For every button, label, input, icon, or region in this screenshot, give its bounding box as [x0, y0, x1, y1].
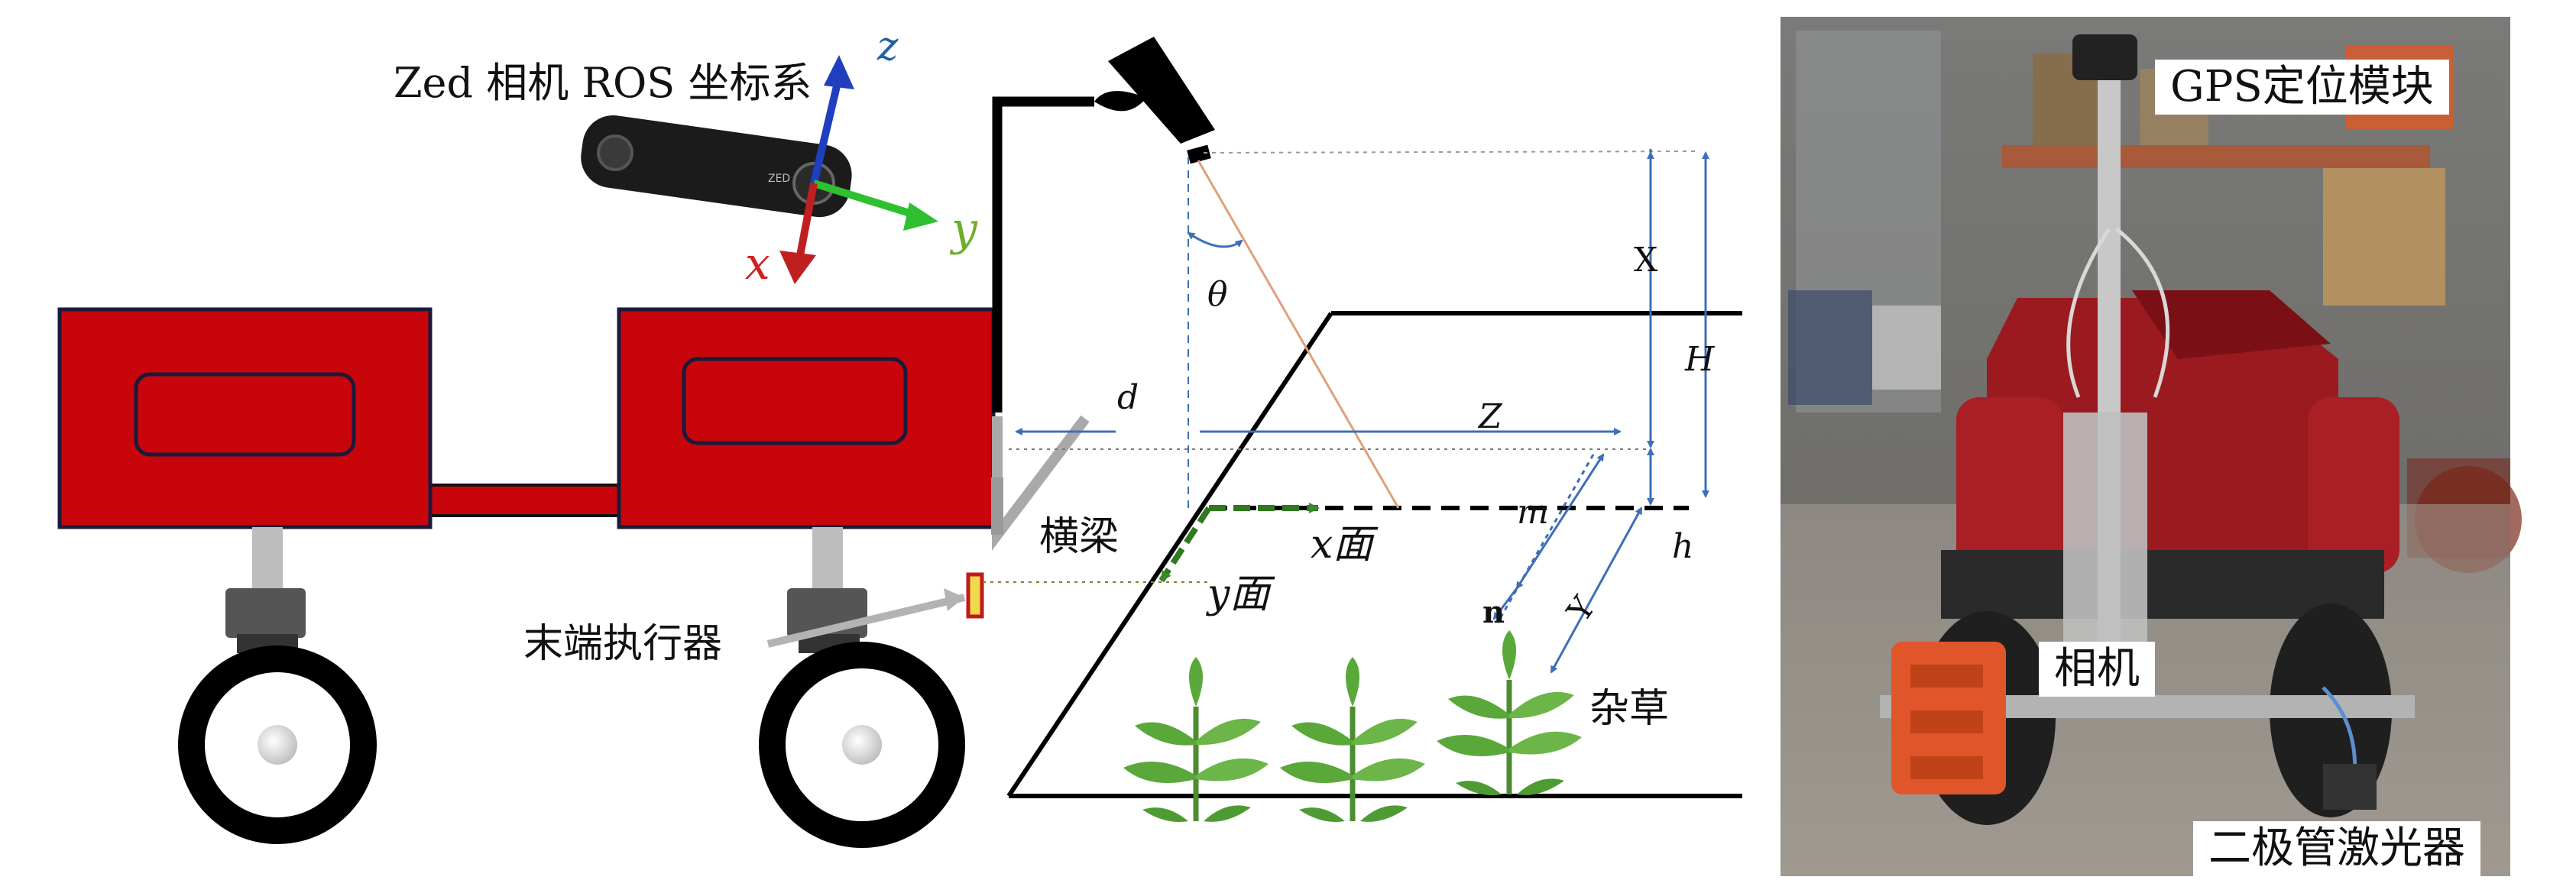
camera-mast	[992, 96, 1094, 413]
end-effector-label: 末端执行器	[523, 621, 722, 667]
d-label: d	[1117, 378, 1139, 417]
y-plane-label: y面	[1206, 571, 1275, 617]
weed-plants	[1123, 630, 1582, 822]
robot-photo	[1781, 17, 2522, 876]
Z-label: Z	[1477, 397, 1503, 436]
zed-camera: ZED	[581, 115, 852, 218]
dimension-lines	[1015, 149, 1709, 674]
y-axis-arrow	[1158, 506, 1212, 583]
X-label: X	[1634, 241, 1658, 280]
laser-label: 二极管激光器	[2193, 821, 2480, 876]
axis-y-label: y	[949, 202, 978, 256]
m-label: m	[1517, 493, 1549, 532]
hub-right	[842, 725, 882, 765]
Y-label: Y	[1559, 589, 1602, 629]
hub-left	[258, 725, 297, 765]
end-effector-pointer	[766, 594, 966, 648]
camera-frame-title: Zed 相机 ROS 坐标系	[394, 59, 812, 107]
h-label: h	[1672, 527, 1693, 566]
n-label: n	[1482, 594, 1505, 630]
axis-x-label: x	[745, 238, 770, 290]
photo-camera-label: 相机	[2039, 642, 2155, 697]
weed-label: 杂草	[1589, 686, 1669, 732]
x-plane-label: x面	[1311, 522, 1379, 568]
H-label: H	[1684, 340, 1716, 379]
cart-window-right	[682, 357, 908, 445]
end-effector-box	[966, 572, 984, 619]
mounted-camera	[1094, 37, 1215, 164]
cart	[57, 307, 996, 848]
gps-label: GPS定位模块	[2155, 60, 2449, 115]
ros-axes	[779, 55, 938, 284]
beam-label: 横梁	[1039, 514, 1119, 560]
axis-z-label: z	[876, 24, 899, 70]
connector-bar	[426, 484, 628, 517]
zed-brand-text: ZED	[768, 173, 790, 185]
theta-label: θ	[1207, 275, 1228, 314]
cart-window-left	[134, 372, 356, 457]
field-planes	[983, 150, 1742, 798]
